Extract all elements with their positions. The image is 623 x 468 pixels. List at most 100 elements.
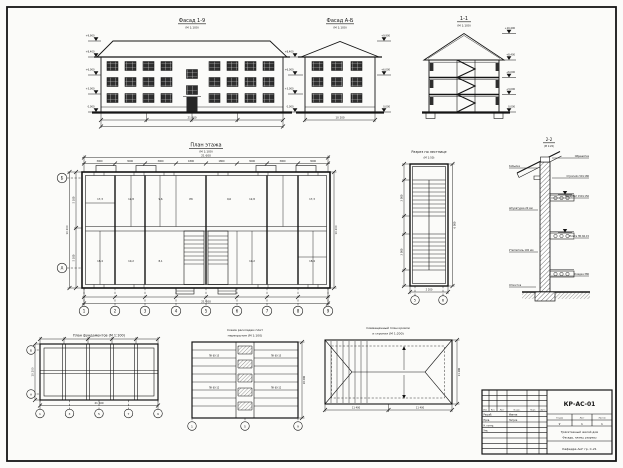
footing (493, 112, 504, 119)
section-1-1: 1-1 (М 1:100) +10,400 +8,400 +6,000 +3,0… (422, 16, 516, 119)
svg-text:Стропило 50×180: Стропило 50×180 (566, 175, 589, 178)
svg-text:Листов: Листов (598, 418, 605, 420)
svg-text:9: 9 (297, 425, 299, 429)
svg-text:ПК 60-12: ПК 60-12 (271, 386, 282, 389)
svg-text:+3,000: +3,000 (86, 88, 95, 91)
callout-leaders (509, 157, 589, 288)
svg-text:3000: 3000 (249, 160, 256, 163)
svg-text:6: 6 (442, 299, 444, 303)
side-elevation: Фасад А-Б (М 1:100) 10 200 +8,400 +6,000… (285, 18, 391, 123)
slab-joints (192, 349, 298, 407)
svg-text:12,8: 12,8 (128, 197, 134, 201)
floor-plan: План этажа (М 1:100) 17,3 12,8 9,6 ЛК 9,… (56, 143, 338, 317)
node-scale: (М 1:20) (544, 145, 554, 148)
svg-text:0,000: 0,000 (287, 106, 294, 109)
wall-line-dashed (331, 345, 445, 399)
svg-text:9,6: 9,6 (158, 197, 162, 201)
svg-text:№ док.: № док. (514, 408, 521, 411)
svg-text:Утеплитель 100 мм: Утеплитель 100 мм (509, 249, 534, 252)
svg-text:Штукатурка 20 мм: Штукатурка 20 мм (509, 207, 533, 210)
roof (422, 32, 506, 61)
project-name: Трёхэтажный жилой дом (560, 430, 598, 434)
svg-text:1: 1 (581, 422, 583, 426)
roof (95, 40, 289, 58)
svg-text:8,1: 8,1 (158, 259, 162, 263)
stair-flights (455, 59, 477, 113)
svg-text:Пров.: Пров. (484, 419, 491, 422)
svg-text:Обрешётка: Обрешётка (575, 155, 590, 158)
section-scale: (М 1:100) (457, 24, 471, 28)
stair-core (183, 230, 229, 285)
room-labels: 17,3 12,8 9,6 ЛК 9,6 12,8 17,3 18,4 10,2… (97, 197, 315, 263)
svg-text:У: У (559, 422, 561, 426)
dimension-lines (69, 157, 335, 304)
roof-slope (516, 151, 561, 174)
cross-walls (114, 175, 299, 285)
svg-text:5: 5 (205, 309, 208, 314)
svg-text:10 200: 10 200 (65, 225, 69, 234)
title-block: Изм. Кол. Лист № док. Подп. Дата Разраб.… (481, 389, 613, 455)
svg-text:5: 5 (244, 425, 246, 429)
wall-section-node: 2-2 (М 1:20) Обрешётка Стропило 50×180 М… (509, 137, 590, 302)
svg-text:Кладка 380: Кладка 380 (574, 273, 589, 276)
svg-text:1: 1 (39, 412, 41, 416)
title-block-signatures: Разраб. Пров. Н. контр. Утв. Иванов Петр… (484, 414, 519, 433)
stair-scale: (М 1:50) (424, 156, 435, 160)
svg-text:Плита ПК 60.15: Плита ПК 60.15 (569, 235, 589, 238)
svg-text:3000: 3000 (310, 160, 317, 163)
axis-bubbles-left: Б А (56, 172, 68, 274)
svg-text:18,4: 18,4 (97, 259, 103, 263)
svg-text:2 200: 2 200 (426, 289, 433, 292)
brick-wall (539, 161, 551, 293)
level-marks-section: +10,400 +8,400 +6,000 +3,000 0,000 (502, 27, 516, 113)
svg-text:Мауэрлат 150×150: Мауэрлат 150×150 (565, 195, 590, 198)
front-elevation: Фасад 1-9 (М 1:100) 21 600 +9,900 +8,400… (86, 18, 292, 129)
svg-text:17,3: 17,3 (97, 197, 103, 201)
monolithic-sections (237, 345, 253, 411)
svg-text:+8,400: +8,400 (506, 54, 515, 57)
title-block-header: Изм. Кол. Лист № док. Подп. Дата (483, 408, 545, 411)
entrance-door (186, 97, 198, 112)
svg-text:5: 5 (98, 412, 100, 416)
svg-text:1: 1 (83, 309, 86, 314)
svg-text:10,2: 10,2 (249, 259, 255, 263)
treads (412, 183, 446, 267)
front-elevation-title: Фасад 1-9 (179, 18, 205, 24)
svg-text:17,3: 17,3 (309, 197, 315, 201)
svg-text:10 200: 10 200 (334, 225, 338, 234)
svg-text:9: 9 (157, 412, 159, 416)
svg-text:Кол.: Кол. (491, 409, 496, 411)
node-callouts: Обрешётка Стропило 50×180 Мауэрлат 150×1… (509, 155, 590, 287)
side-elevation-scale: (М 1:100) (333, 26, 347, 30)
section-title: 1-1 (460, 16, 468, 22)
svg-text:Утв.: Утв. (484, 430, 489, 433)
svg-text:Б: Б (30, 349, 32, 353)
window-openings (93, 172, 319, 288)
stair-title: Разрез по лестнице (411, 150, 446, 154)
svg-text:+8,400: +8,400 (86, 51, 95, 54)
svg-text:3 000: 3 000 (400, 194, 403, 201)
stage-cells: Стадия Лист Листов У 1 1 (556, 418, 606, 426)
roof (300, 41, 380, 58)
svg-text:+6,000: +6,000 (381, 69, 390, 72)
svg-text:+6,000: +6,000 (86, 69, 95, 72)
slab-plan: Схема раскладки плит перекрытия (М 1:100… (187, 328, 306, 431)
organization: Кафедра АиГ гр. С-21 (562, 447, 596, 451)
svg-text:ПК 60-15: ПК 60-15 (271, 354, 282, 357)
svg-text:+8,400: +8,400 (285, 51, 294, 54)
svg-text:1: 1 (601, 422, 603, 426)
footing (534, 291, 556, 302)
section-walls (428, 59, 500, 113)
svg-text:Лист: Лист (580, 418, 586, 420)
side-total-dim: 10 200 (335, 116, 344, 120)
svg-text:18,4: 18,4 (309, 259, 315, 263)
stair-axis-bubbles: 5 6 (410, 295, 448, 305)
svg-text:21 600: 21 600 (201, 153, 211, 157)
footing (425, 112, 436, 119)
svg-text:10 200: 10 200 (31, 367, 35, 376)
roof-title-2: и стропил (М 1:200) (372, 332, 403, 336)
svg-text:11 400: 11 400 (416, 407, 425, 410)
svg-text:6: 6 (236, 309, 239, 314)
floor-slabs (429, 76, 499, 96)
front-elevation-scale: (М 1:100) (185, 26, 199, 30)
